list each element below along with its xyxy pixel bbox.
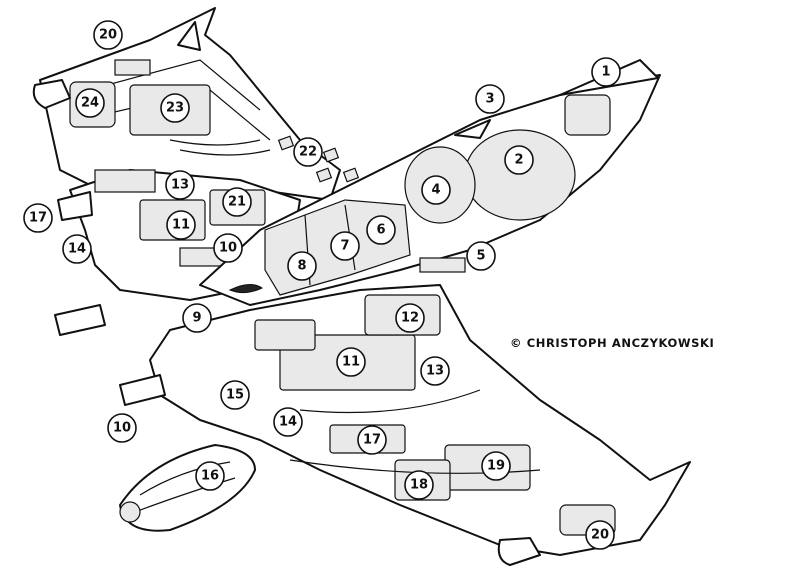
callout-number: 12 — [401, 311, 419, 326]
callout-number: 13 — [171, 178, 189, 193]
callout-circle — [23, 203, 53, 233]
upper-wing — [32, 7, 341, 201]
callout-13: 13 — [420, 356, 450, 386]
callout-circle — [585, 520, 615, 550]
callout-circle — [107, 413, 137, 443]
callout-17: 17 — [357, 425, 387, 455]
callout-9: 9 — [182, 303, 212, 333]
callout-24: 24 — [75, 88, 105, 118]
callout-circle — [366, 215, 396, 245]
callout-circle — [166, 210, 196, 240]
hatch-covers — [277, 135, 360, 183]
callout-number: 16 — [201, 469, 219, 484]
callout-23: 23 — [160, 93, 190, 123]
callout-circle — [273, 407, 303, 437]
callout-17: 17 — [23, 203, 53, 233]
callout-19: 19 — [481, 451, 511, 481]
callout-number: 20 — [591, 528, 609, 543]
callout-number: 22 — [299, 145, 317, 160]
callout-number: 6 — [376, 223, 385, 238]
callout-18: 18 — [404, 470, 434, 500]
callout-number: 2 — [514, 153, 523, 168]
callout-circle — [75, 88, 105, 118]
callout-circle — [293, 137, 323, 167]
callout-circle — [213, 233, 243, 263]
callout-number: 11 — [172, 218, 190, 233]
callout-number: 4 — [431, 183, 440, 198]
callout-circle — [591, 57, 621, 87]
callout-12: 12 — [395, 303, 425, 333]
callout-15: 15 — [220, 380, 250, 410]
callout-number: 10 — [219, 241, 237, 256]
callout-number: 21 — [228, 195, 246, 210]
callout-circle — [404, 470, 434, 500]
callout-number: 7 — [340, 239, 349, 254]
callout-7: 7 — [330, 231, 360, 261]
callout-circle — [220, 380, 250, 410]
callout-21: 21 — [222, 187, 252, 217]
callout-6: 6 — [366, 215, 396, 245]
callout-5: 5 — [466, 241, 496, 271]
callout-number: 24 — [81, 96, 99, 111]
callout-number: 5 — [476, 249, 485, 264]
callout-14: 14 — [273, 407, 303, 437]
callout-14: 14 — [62, 234, 92, 264]
engine-pod — [119, 444, 256, 532]
callout-20: 20 — [93, 20, 123, 50]
callout-10: 10 — [213, 233, 243, 263]
callout-10: 10 — [107, 413, 137, 443]
callout-circle — [421, 175, 451, 205]
callout-number: 1 — [601, 65, 610, 80]
callout-circle — [182, 303, 212, 333]
callout-circle — [330, 231, 360, 261]
callout-number: 10 — [113, 421, 131, 436]
callout-circle — [420, 356, 450, 386]
callout-number: 15 — [226, 388, 244, 403]
callout-circle — [481, 451, 511, 481]
callout-circle — [62, 234, 92, 264]
callout-number: 14 — [68, 242, 86, 257]
callout-circle — [287, 251, 317, 281]
callout-16: 16 — [195, 461, 225, 491]
callout-circle — [222, 187, 252, 217]
callout-circle — [357, 425, 387, 455]
callout-circle — [160, 93, 190, 123]
callout-number: 18 — [410, 478, 428, 493]
callout-circle — [504, 145, 534, 175]
callout-circle — [475, 84, 505, 114]
callout-22: 22 — [293, 137, 323, 167]
callout-3: 3 — [475, 84, 505, 114]
callout-number: 9 — [192, 311, 201, 326]
callout-13: 13 — [165, 170, 195, 200]
callout-number: 23 — [166, 101, 184, 116]
callout-number: 8 — [297, 259, 306, 274]
callout-2: 2 — [504, 145, 534, 175]
callout-number: 20 — [99, 28, 117, 43]
callout-circle — [395, 303, 425, 333]
callout-20: 20 — [585, 520, 615, 550]
callout-number: 3 — [485, 92, 494, 107]
callout-number: 14 — [279, 415, 297, 430]
callout-number: 19 — [487, 459, 505, 474]
callout-circle — [336, 347, 366, 377]
callout-circle — [93, 20, 123, 50]
callout-4: 4 — [421, 175, 451, 205]
callout-circle — [165, 170, 195, 200]
callout-number: 17 — [29, 211, 47, 226]
callout-circle — [466, 241, 496, 271]
callout-8: 8 — [287, 251, 317, 281]
callout-1: 1 — [591, 57, 621, 87]
callout-number: 13 — [426, 364, 444, 379]
credit-text: © CHRISTOPH ANCZYKOWSKI — [510, 336, 714, 350]
callout-circle — [195, 461, 225, 491]
callout-11: 11 — [336, 347, 366, 377]
callout-number: 11 — [342, 355, 360, 370]
callout-11: 11 — [166, 210, 196, 240]
callout-number: 17 — [363, 433, 381, 448]
